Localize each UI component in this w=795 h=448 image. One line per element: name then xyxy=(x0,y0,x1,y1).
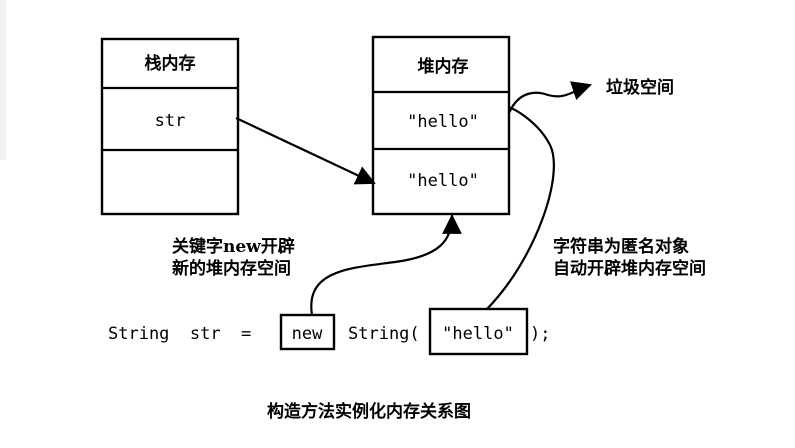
code-constructor: String( xyxy=(348,324,420,344)
garbage-space-label: 垃圾空间 xyxy=(606,77,674,98)
code-suffix: ); xyxy=(530,324,550,344)
window-left-edge xyxy=(0,0,6,160)
new-note-line-1: 关键字new开辟 xyxy=(172,236,295,257)
stack-table-frame xyxy=(100,37,240,216)
heap-table-frame xyxy=(371,35,511,216)
reference-arrow xyxy=(235,117,376,185)
literal-link-curve xyxy=(485,106,555,311)
diagram-caption: 构造方法实例化内存关系图 xyxy=(267,401,471,422)
anon-note-line-2: 自动开辟堆内存空间 xyxy=(553,258,706,279)
stack-memory-table: 栈内存 str xyxy=(100,37,240,216)
stack-variable-str: str xyxy=(155,111,186,131)
stack-title: 栈内存 xyxy=(145,53,196,74)
code-literal: "hello" xyxy=(442,324,514,344)
heap-memory-table: 堆内存 "hello" "hello" xyxy=(371,35,511,216)
new-keyword-box xyxy=(279,313,336,351)
anon-note-line-1: 字符串为匿名对象 xyxy=(553,236,689,257)
heap-cell-garbage-hello: "hello" xyxy=(407,112,479,132)
heap-cell-new-hello: "hello" xyxy=(407,171,479,191)
heap-title: 堆内存 xyxy=(418,56,469,77)
new-allocation-arrow xyxy=(310,214,462,317)
code-statement: String str = new String( "hello" ); xyxy=(108,307,550,356)
literal-box xyxy=(428,307,529,356)
new-note-line-2: 新的堆内存空间 xyxy=(172,258,291,279)
code-prefix: String str = xyxy=(108,324,251,344)
garbage-arrow xyxy=(507,81,592,115)
code-new-keyword: new xyxy=(292,324,323,344)
